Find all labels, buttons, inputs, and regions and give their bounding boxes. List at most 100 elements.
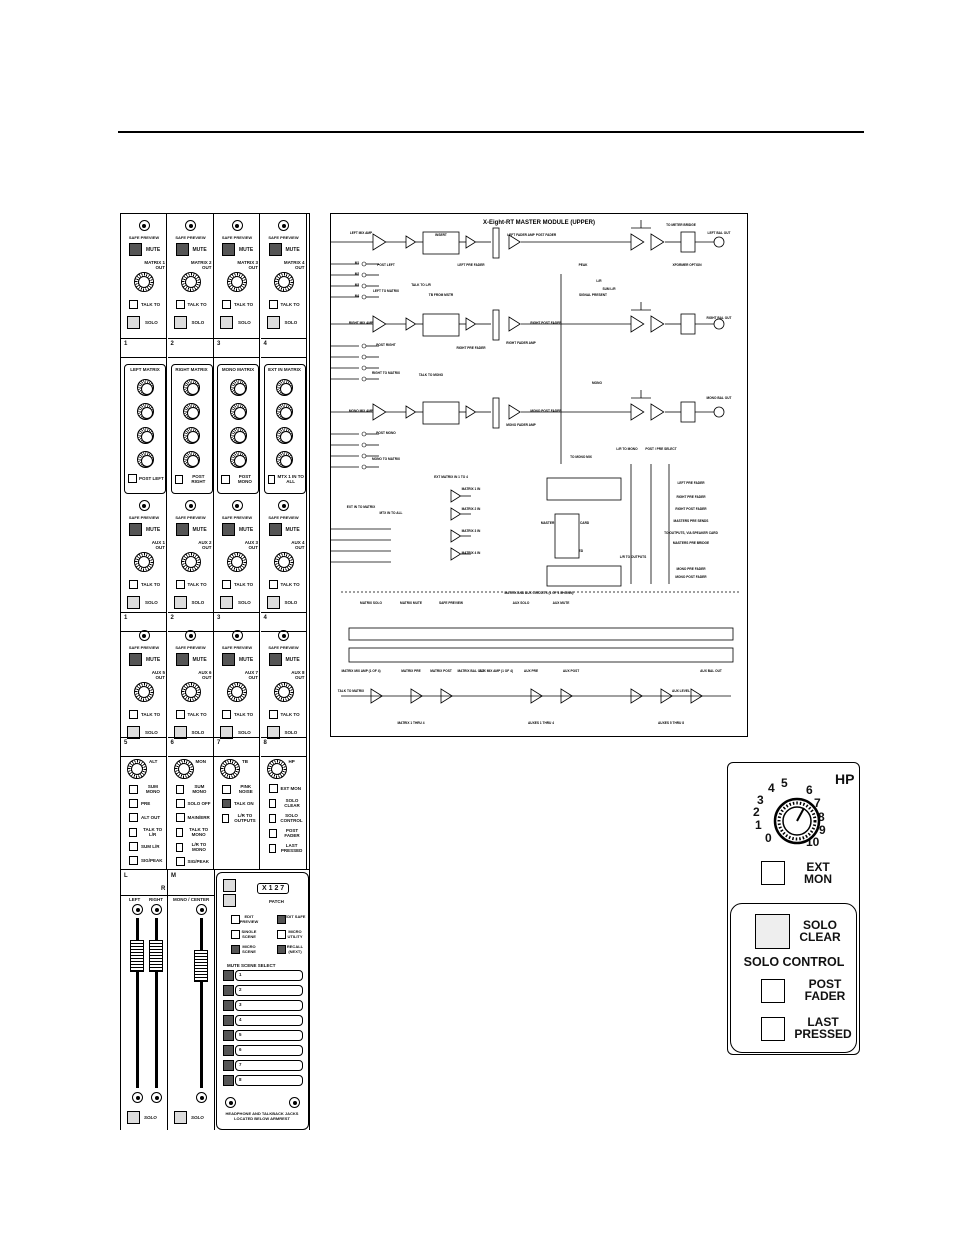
insert-jack[interactable]: [231, 220, 243, 231]
lower-knob[interactable]: [127, 759, 147, 779]
talk-to-button[interactable]: [222, 710, 231, 719]
matrix-post-button[interactable]: [174, 474, 184, 484]
talk-to-button[interactable]: [175, 580, 185, 589]
mute-button[interactable]: [268, 243, 282, 256]
level-knob[interactable]: [227, 272, 247, 292]
lower-switch-button[interactable]: [268, 798, 277, 808]
talk-to-button[interactable]: [175, 300, 185, 309]
mute-button[interactable]: [268, 653, 282, 666]
level-knob[interactable]: [134, 682, 154, 702]
level-knob[interactable]: [180, 682, 201, 702]
matrix-send-knob[interactable]: [183, 403, 200, 420]
talk-to-button[interactable]: [175, 710, 185, 719]
solo-button[interactable]: [220, 726, 233, 739]
matrix-send-knob[interactable]: [276, 451, 293, 468]
lower-switch-button[interactable]: [129, 799, 138, 808]
lower-switch-button[interactable]: [222, 784, 231, 794]
matrix-post-button[interactable]: [128, 474, 137, 483]
scene-button[interactable]: [223, 1015, 234, 1026]
fader-cap[interactable]: [149, 940, 163, 972]
scene-button[interactable]: [223, 1045, 234, 1056]
lower-switch-button[interactable]: [268, 813, 276, 823]
matrix-send-knob[interactable]: [276, 427, 293, 444]
scene-control-button[interactable]: [231, 945, 240, 954]
matrix-send-knob[interactable]: [136, 451, 154, 468]
matrix-post-button[interactable]: [267, 474, 275, 484]
lower-switch-button[interactable]: [129, 784, 138, 794]
level-knob[interactable]: [134, 552, 154, 572]
mute-button[interactable]: [175, 523, 189, 536]
solo-button[interactable]: [266, 726, 280, 739]
mute-button[interactable]: [268, 523, 282, 536]
matrix-send-knob[interactable]: [229, 427, 247, 444]
level-knob[interactable]: [227, 682, 247, 702]
lower-switch-button[interactable]: [175, 799, 185, 808]
lower-switch-button[interactable]: [129, 842, 138, 851]
scene-button[interactable]: [223, 1030, 234, 1041]
level-knob[interactable]: [273, 552, 294, 572]
insert-jack[interactable]: [138, 220, 150, 231]
scene-button[interactable]: [223, 985, 234, 996]
matrix-send-knob[interactable]: [136, 379, 154, 396]
level-knob[interactable]: [134, 272, 154, 292]
lower-switch-button[interactable]: [175, 784, 185, 794]
matrix-post-button[interactable]: [221, 474, 230, 484]
hp-level-knob[interactable]: [772, 796, 822, 846]
mute-button[interactable]: [222, 523, 235, 536]
scene-button[interactable]: [223, 1000, 234, 1011]
scene-control-button[interactable]: [277, 930, 286, 939]
matrix-send-knob[interactable]: [276, 403, 293, 420]
matrix-send-knob[interactable]: [183, 451, 200, 468]
lower-switch-button[interactable]: [222, 799, 231, 808]
solo-button[interactable]: [127, 726, 140, 739]
fader-jack[interactable]: [132, 904, 143, 915]
insert-jack[interactable]: [278, 220, 289, 231]
level-knob[interactable]: [180, 552, 201, 572]
mute-button[interactable]: [175, 653, 189, 666]
solo-button[interactable]: [220, 596, 233, 609]
solo-button[interactable]: [127, 316, 140, 329]
solo-button[interactable]: [220, 316, 233, 329]
mute-button[interactable]: [222, 653, 235, 666]
matrix-send-knob[interactable]: [136, 403, 154, 420]
insert-jack[interactable]: [278, 630, 289, 641]
talk-to-button[interactable]: [129, 300, 138, 309]
lower-switch-button[interactable]: [175, 857, 185, 866]
talk-to-button[interactable]: [222, 580, 231, 589]
scene-control-button[interactable]: [231, 915, 240, 924]
lower-switch-button[interactable]: [175, 842, 184, 852]
scene-control-button[interactable]: [277, 945, 286, 954]
scene-button[interactable]: [223, 970, 234, 981]
solo-button[interactable]: [173, 596, 187, 609]
insert-jack[interactable]: [138, 500, 150, 511]
patch-up-button[interactable]: [223, 879, 236, 892]
talk-to-button[interactable]: [268, 580, 278, 589]
scene-button[interactable]: [223, 1060, 234, 1071]
headphone-jack[interactable]: [225, 1097, 236, 1108]
lower-switch-button[interactable]: [129, 856, 138, 865]
solo-button[interactable]: [173, 316, 187, 329]
matrix-send-knob[interactable]: [229, 379, 247, 396]
solo-clear-button[interactable]: [755, 914, 790, 949]
mute-button[interactable]: [129, 653, 142, 666]
lower-switch-button[interactable]: [268, 828, 277, 838]
insert-jack[interactable]: [231, 500, 243, 511]
level-knob[interactable]: [273, 682, 294, 702]
fader-bottom-jack[interactable]: [196, 1092, 207, 1103]
solo-button[interactable]: [266, 316, 280, 329]
talk-to-button[interactable]: [268, 710, 278, 719]
matrix-send-knob[interactable]: [276, 379, 293, 396]
scene-button[interactable]: [223, 1075, 234, 1086]
matrix-send-knob[interactable]: [229, 403, 247, 420]
fader-bottom-jack[interactable]: [132, 1092, 143, 1103]
talk-to-button[interactable]: [129, 710, 138, 719]
fader-jack[interactable]: [196, 904, 207, 915]
ext-mon-button[interactable]: [761, 861, 785, 885]
level-knob[interactable]: [180, 272, 201, 292]
insert-jack[interactable]: [138, 630, 150, 641]
lower-switch-button[interactable]: [129, 827, 138, 837]
matrix-send-knob[interactable]: [183, 379, 200, 396]
lower-switch-button[interactable]: [129, 813, 138, 822]
level-knob[interactable]: [227, 552, 247, 572]
lower-knob[interactable]: [266, 759, 287, 779]
